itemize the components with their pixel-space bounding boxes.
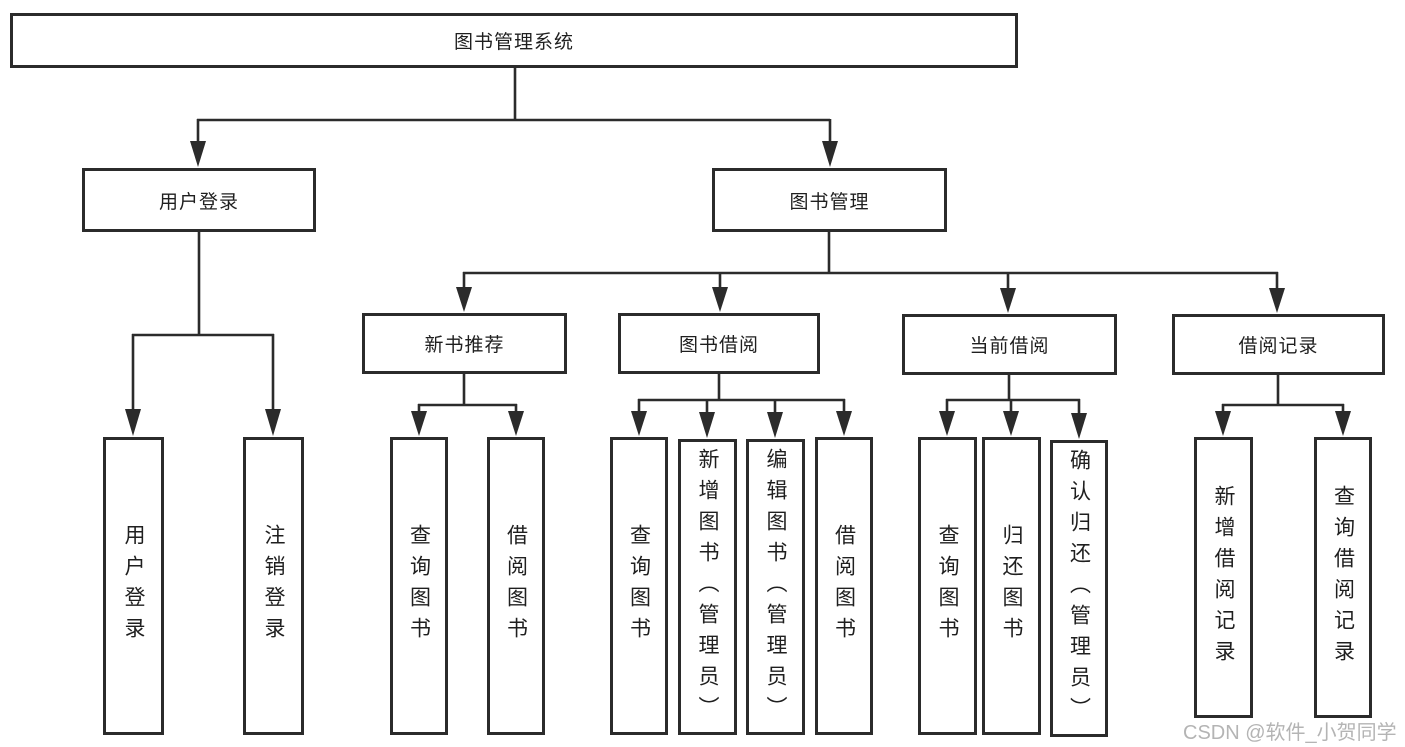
leaf-logout-login-label: 注销登录 [262, 524, 286, 648]
arrowhead-leaf-cur-conf [1071, 413, 1087, 439]
leaf-borrowing-edit-books-admin: 编辑图书（管理员） [746, 439, 805, 735]
leaf-user-login: 用户登录 [103, 437, 164, 735]
leaf-recommend-query-books: 查询图书 [390, 437, 448, 735]
node-borrowing-records: 借阅记录 [1172, 314, 1385, 375]
leaf-records-add-record-label: 新增借阅记录 [1212, 484, 1236, 671]
csdn-watermark: CSDN @软件_小贺同学 [1183, 722, 1397, 744]
leaf-borrowing-borrow-books: 借阅图书 [815, 437, 873, 735]
node-book-borrowing-label: 图书借阅 [678, 335, 759, 356]
node-borrowing-records-label: 借阅记录 [1238, 336, 1319, 357]
arrowhead-leaf-recd-add [1215, 411, 1231, 436]
leaf-borrowing-query-books: 查询图书 [610, 437, 668, 735]
arrowhead-leaf-cur-q [939, 411, 955, 436]
arrowhead-leaf-bor-add [699, 412, 715, 438]
connector-new-rec-subtree [417, 374, 518, 413]
arrowheads [125, 141, 1351, 439]
leaf-logout-login: 注销登录 [243, 437, 304, 735]
leaf-borrowing-add-books-admin-label: 新增图书（管理员） [696, 447, 720, 727]
leaf-borrowing-query-books-label: 查询图书 [627, 524, 651, 648]
arrowhead-book-mgmt [822, 141, 838, 167]
arrowhead-leaf-bor-q [631, 411, 647, 436]
arrowhead-leaf-bor-edit [767, 412, 783, 438]
arrowhead-leaf-rec-q [411, 411, 427, 436]
arrowhead-current [1000, 288, 1016, 313]
arrowhead-leaf-rec-b [508, 411, 524, 436]
arrowhead-user-login [190, 141, 206, 167]
node-new-book-recommend-label: 新书推荐 [424, 335, 505, 356]
leaf-recommend-borrow-books-label: 借阅图书 [504, 524, 528, 648]
connector-user-login-subtree [131, 232, 275, 412]
arrowhead-borrowing [712, 287, 728, 312]
node-root-label: 图书管理系统 [453, 32, 574, 53]
arrowhead-leaf-logout [265, 409, 281, 436]
node-current-borrowing: 当前借阅 [902, 314, 1117, 375]
node-book-management-label: 图书管理 [789, 191, 870, 213]
connector-borrowing-subtree [637, 374, 846, 413]
node-user-login-label: 用户登录 [158, 191, 239, 213]
leaf-borrowing-edit-books-admin-label: 编辑图书（管理员） [764, 447, 788, 727]
leaf-current-return-books-label: 归还图书 [1000, 524, 1024, 648]
leaf-current-confirm-return-admin: 确认归还（管理员） [1050, 440, 1108, 737]
node-current-borrowing-label: 当前借阅 [969, 336, 1050, 357]
connector-book-mgmt-subtree [462, 232, 1279, 290]
arrowhead-leaf-bor-b [836, 411, 852, 436]
leaf-borrowing-borrow-books-label: 借阅图书 [832, 524, 856, 648]
node-user-login: 用户登录 [82, 168, 316, 232]
arrowhead-leaf-login [125, 409, 141, 436]
connector-current-subtree [945, 375, 1081, 414]
connector-lines [131, 68, 1345, 414]
arrowhead-new-rec [456, 287, 472, 312]
node-new-book-recommend: 新书推荐 [362, 313, 567, 374]
leaf-recommend-query-books-label: 查询图书 [407, 524, 431, 648]
leaf-recommend-borrow-books: 借阅图书 [487, 437, 545, 735]
leaf-current-query-books-label: 查询图书 [936, 524, 960, 648]
leaf-current-confirm-return-admin-label: 确认归还（管理员） [1067, 449, 1091, 728]
arrowhead-leaf-recd-q [1335, 411, 1351, 436]
node-book-management: 图书管理 [712, 168, 947, 232]
leaf-records-query-record: 查询借阅记录 [1314, 437, 1372, 718]
arrowhead-records [1269, 288, 1285, 313]
node-root-system: 图书管理系统 [10, 13, 1018, 68]
node-book-borrowing: 图书借阅 [618, 313, 820, 374]
arrowhead-leaf-cur-ret [1003, 411, 1019, 436]
leaf-records-add-record: 新增借阅记录 [1194, 437, 1253, 718]
leaf-borrowing-add-books-admin: 新增图书（管理员） [678, 439, 737, 735]
leaf-current-return-books: 归还图书 [982, 437, 1041, 735]
leaf-current-query-books: 查询图书 [918, 437, 977, 735]
leaf-user-login-label: 用户登录 [122, 524, 146, 648]
leaf-records-query-record-label: 查询借阅记录 [1331, 484, 1355, 671]
connector-records-subtree [1221, 375, 1345, 413]
